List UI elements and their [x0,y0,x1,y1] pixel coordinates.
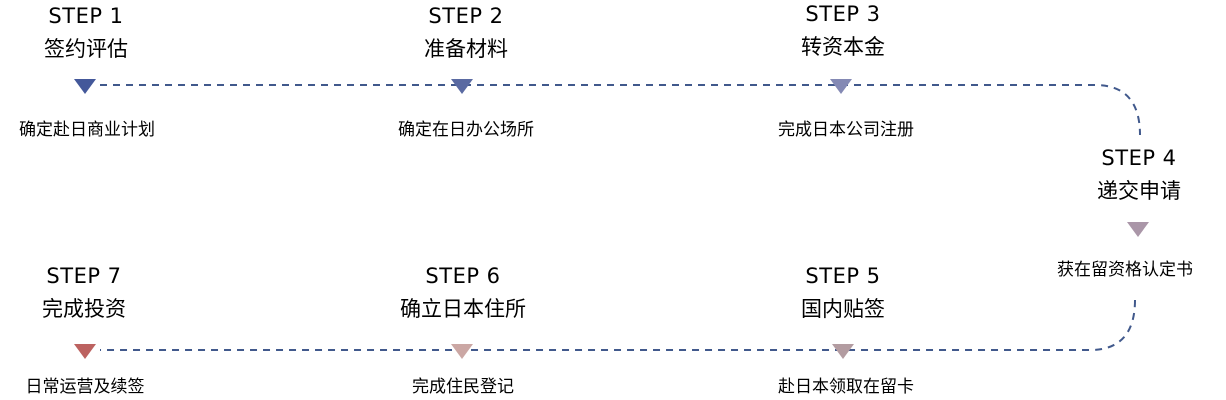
step-2-description: 确定在日办公场所 [398,120,534,140]
step-3-title: 转资本金 [801,35,885,59]
step-1-header: STEP 1 签约评估 [0,2,206,64]
step-7-title: 完成投资 [42,297,126,321]
step-1-description: 确定赴日商业计划 [19,120,155,140]
step-3-label: STEP 3 [805,2,881,26]
step-3-marker-icon [830,79,852,94]
step-6-title: 确立日本住所 [400,297,526,321]
step-2-header: STEP 2 准备材料 [346,2,586,64]
step-5-title: 国内贴签 [801,297,885,321]
step-7-header: STEP 7 完成投资 [0,262,204,324]
step-1-label: STEP 1 [48,4,124,28]
step-5-marker-icon [832,344,854,359]
step-6-header: STEP 6 确立日本住所 [343,262,583,324]
step-6-label: STEP 6 [425,264,501,288]
step-4-title: 递交申请 [1097,179,1181,203]
dashed-connector [100,84,1141,136]
step-4-marker-icon [1127,222,1149,237]
step-2-title: 准备材料 [424,37,508,61]
step-2-marker-icon [451,79,473,94]
step-1-title: 签约评估 [44,37,128,61]
step-7-marker-icon [74,344,96,359]
step-6-description: 完成住民登记 [412,377,514,397]
step-7-label: STEP 7 [46,264,122,288]
step-2-label: STEP 2 [428,4,504,28]
step-4-header: STEP 4 递交申请 [1019,144,1226,206]
step-4-description: 获在留资格认定书 [1057,260,1193,280]
step-5-description: 赴日本领取在留卡 [778,377,914,397]
step-5-header: STEP 5 国内贴签 [723,262,963,324]
step-4-label: STEP 4 [1101,146,1177,170]
step-1-marker-icon [74,79,96,94]
step-3-description: 完成日本公司注册 [778,120,914,140]
dashed-connector-return [100,299,1136,351]
step-7-description: 日常运营及续签 [25,377,145,397]
step-6-marker-icon [451,344,473,359]
step-3-header: STEP 3 转资本金 [723,0,963,62]
step-5-label: STEP 5 [805,264,881,288]
